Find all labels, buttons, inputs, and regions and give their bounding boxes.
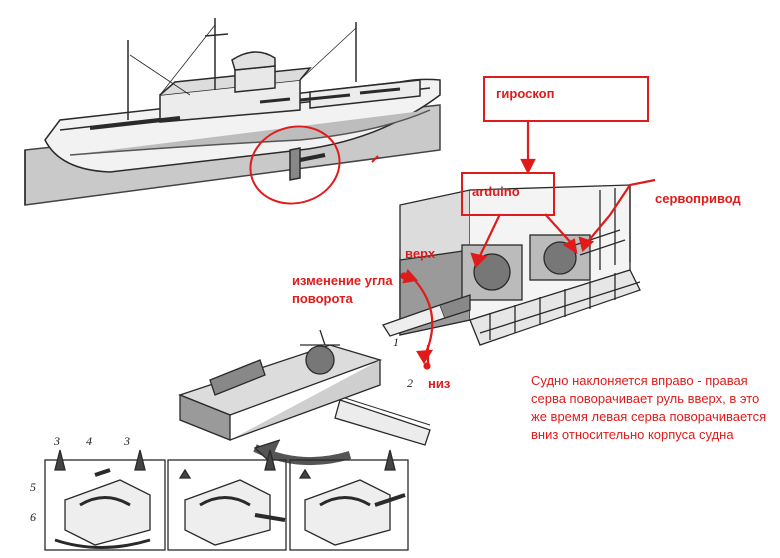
gyroscope-label: гироскоп bbox=[496, 86, 555, 101]
up-label: верх bbox=[405, 246, 436, 261]
callout-5: 5 bbox=[30, 480, 36, 494]
callout-2: 2 bbox=[407, 376, 413, 390]
down-label: низ bbox=[428, 376, 451, 391]
arduino-box bbox=[461, 172, 555, 216]
red-mark bbox=[371, 155, 379, 163]
angle-change-label: изменение угла поворота bbox=[292, 273, 393, 306]
fin-positions-panels bbox=[44, 449, 409, 551]
callout-3-left: 3 bbox=[54, 434, 60, 448]
servo-label: сервопривод bbox=[655, 191, 741, 206]
fin-mechanism-drawing bbox=[178, 329, 431, 466]
gyroscope-box bbox=[483, 76, 649, 122]
ship-drawing bbox=[24, 18, 441, 206]
explanation-note: Судно наклоняется вправо - правая серва … bbox=[531, 373, 767, 442]
stabilizer-compartment-drawing bbox=[382, 184, 641, 346]
callout-1: 1 bbox=[393, 335, 399, 349]
annotation-arrows bbox=[400, 120, 656, 370]
callout-3-right: 3 bbox=[124, 434, 130, 448]
callout-6: 6 bbox=[30, 510, 36, 524]
stabilizer-highlight-circle bbox=[249, 125, 341, 205]
callout-4: 4 bbox=[86, 434, 92, 448]
arduino-label: arduino bbox=[472, 184, 520, 199]
